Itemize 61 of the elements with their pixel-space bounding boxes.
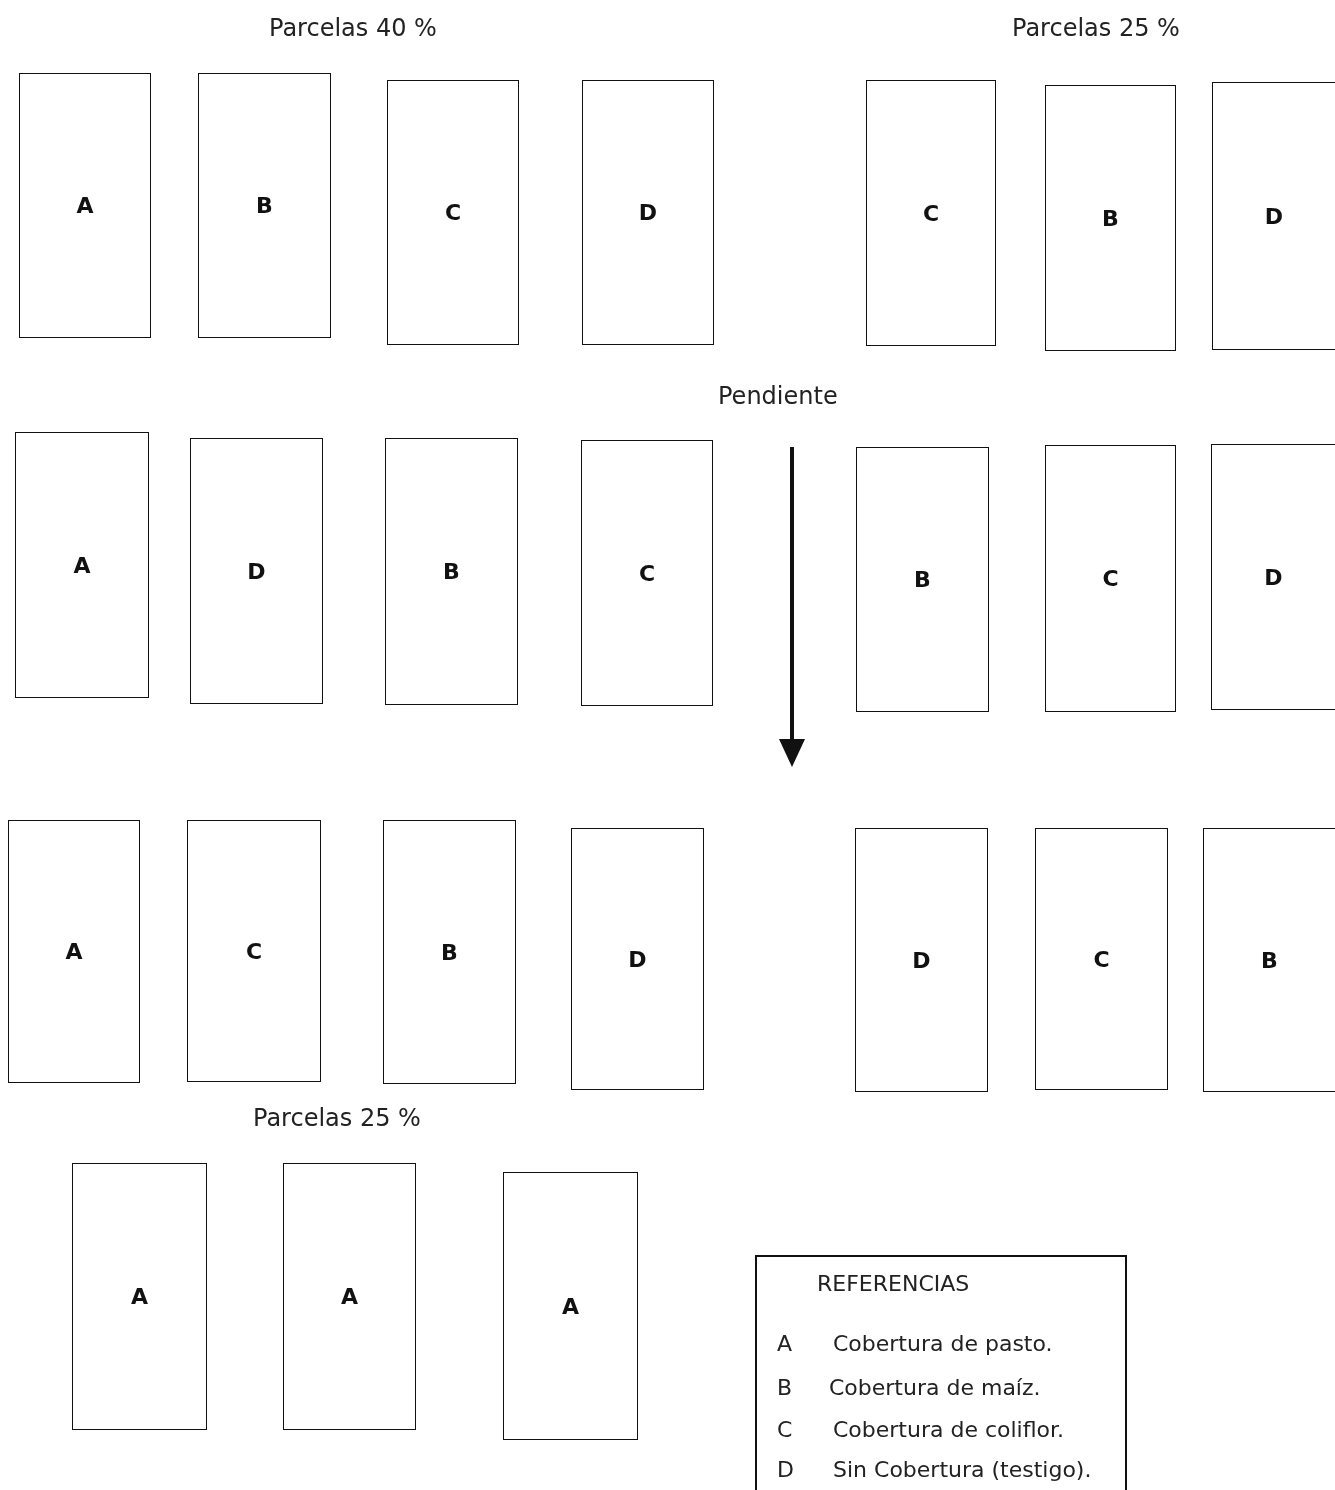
legend-key: D — [777, 1457, 794, 1482]
plot-box — [1203, 828, 1335, 1092]
plot-box — [1045, 85, 1176, 351]
plot-letter: B — [256, 193, 273, 218]
plot-box — [8, 820, 140, 1083]
plot-box — [571, 828, 704, 1090]
slope-label: Pendiente — [718, 382, 838, 410]
plot-letter: C — [444, 200, 462, 225]
plot-group-title: Parcelas 40 % — [269, 14, 437, 42]
plot-box — [581, 440, 713, 706]
plot-group-title: Parcelas 25 % — [1012, 14, 1180, 42]
plot-letter: C — [1102, 566, 1119, 591]
legend-key: B — [777, 1375, 793, 1400]
plot-letter: A — [341, 1284, 358, 1309]
legend-text: Cobertura de pasto. — [833, 1331, 1053, 1356]
plot-letter: B — [914, 567, 931, 592]
plot-letter: A — [131, 1284, 148, 1309]
plot-letter: D — [247, 558, 266, 584]
plot-group-title: Parcelas 25 % — [253, 1104, 421, 1132]
plot-letter: B — [443, 559, 460, 584]
plot-box — [187, 820, 321, 1082]
plot-box — [866, 80, 996, 346]
plot-box — [855, 828, 988, 1092]
plot-letter: D — [628, 946, 647, 972]
legend-title: REFERENCIAS — [817, 1271, 970, 1296]
plot-letter: B — [1261, 947, 1278, 973]
plot-letter: D — [1264, 203, 1284, 229]
plot-letter: C — [245, 938, 263, 964]
plot-letter: C — [922, 200, 940, 226]
plot-letter: A — [65, 939, 83, 964]
plot-box — [387, 80, 519, 345]
legend-key: A — [777, 1331, 793, 1356]
plot-box — [385, 438, 518, 705]
plot-letter: C — [1093, 946, 1110, 972]
plot-box — [1212, 82, 1335, 350]
plot-letter: D — [912, 947, 931, 973]
legend-text: Cobertura de coliflor. — [833, 1417, 1065, 1442]
plot-box — [1035, 828, 1168, 1090]
plot-box — [198, 73, 331, 338]
plot-letter: D — [1264, 564, 1283, 590]
plot-letter: A — [562, 1293, 579, 1319]
plot-box — [283, 1163, 416, 1430]
plot-letter: A — [73, 552, 91, 578]
plot-letter: B — [1102, 205, 1119, 231]
plot-letter: A — [76, 193, 94, 218]
plot-box — [503, 1172, 638, 1440]
plot-box — [1211, 444, 1335, 710]
legend-text: Cobertura de maíz. — [829, 1375, 1041, 1400]
plot-letter: C — [638, 560, 656, 586]
plot-letter: D — [638, 200, 658, 225]
plot-box — [15, 432, 149, 698]
plot-box — [72, 1163, 207, 1430]
plot-box — [19, 73, 151, 338]
legend-text: Sin Cobertura (testigo). — [833, 1457, 1092, 1482]
plot-letter: B — [441, 939, 458, 965]
plot-box — [1045, 445, 1176, 712]
plot-box — [383, 820, 516, 1084]
legend-key: C — [777, 1417, 793, 1442]
plot-box — [856, 447, 989, 712]
plot-box — [190, 438, 323, 704]
plot-box — [582, 80, 714, 345]
